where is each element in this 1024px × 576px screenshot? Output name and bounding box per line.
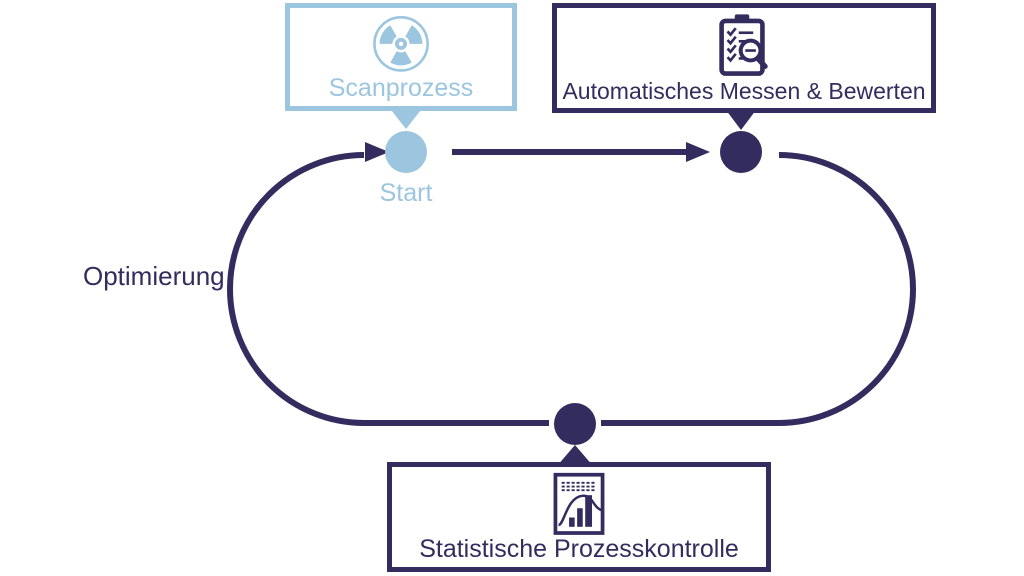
node-spc-label: Statistische Prozesskontrolle xyxy=(419,534,739,563)
start-node-circle xyxy=(385,131,427,173)
spc-node-circle xyxy=(554,403,596,445)
arrowhead-to-start-icon xyxy=(365,142,389,162)
radiation-icon xyxy=(373,16,429,72)
node-scanprozess: Scanprozess xyxy=(285,3,517,111)
node-spc: Statistische Prozesskontrolle xyxy=(387,462,771,572)
arrowhead-to-messen-icon xyxy=(686,142,710,162)
optimierung-label: Optimierung xyxy=(83,261,225,291)
scanprozess-pointer xyxy=(388,106,424,129)
node-messen-label: Automatisches Messen & Bewerten xyxy=(562,77,926,104)
messen-node-circle xyxy=(720,131,762,173)
start-label: Start xyxy=(379,179,433,207)
node-scanprozess-label: Scanprozess xyxy=(328,73,474,102)
spc-pointer xyxy=(557,445,593,466)
checklist-magnifier-icon xyxy=(719,14,768,76)
node-messen: Automatisches Messen & Bewerten xyxy=(552,3,936,113)
right-flow-arc xyxy=(778,152,916,426)
control-chart-icon xyxy=(553,472,605,535)
left-flow-arc xyxy=(227,152,365,426)
